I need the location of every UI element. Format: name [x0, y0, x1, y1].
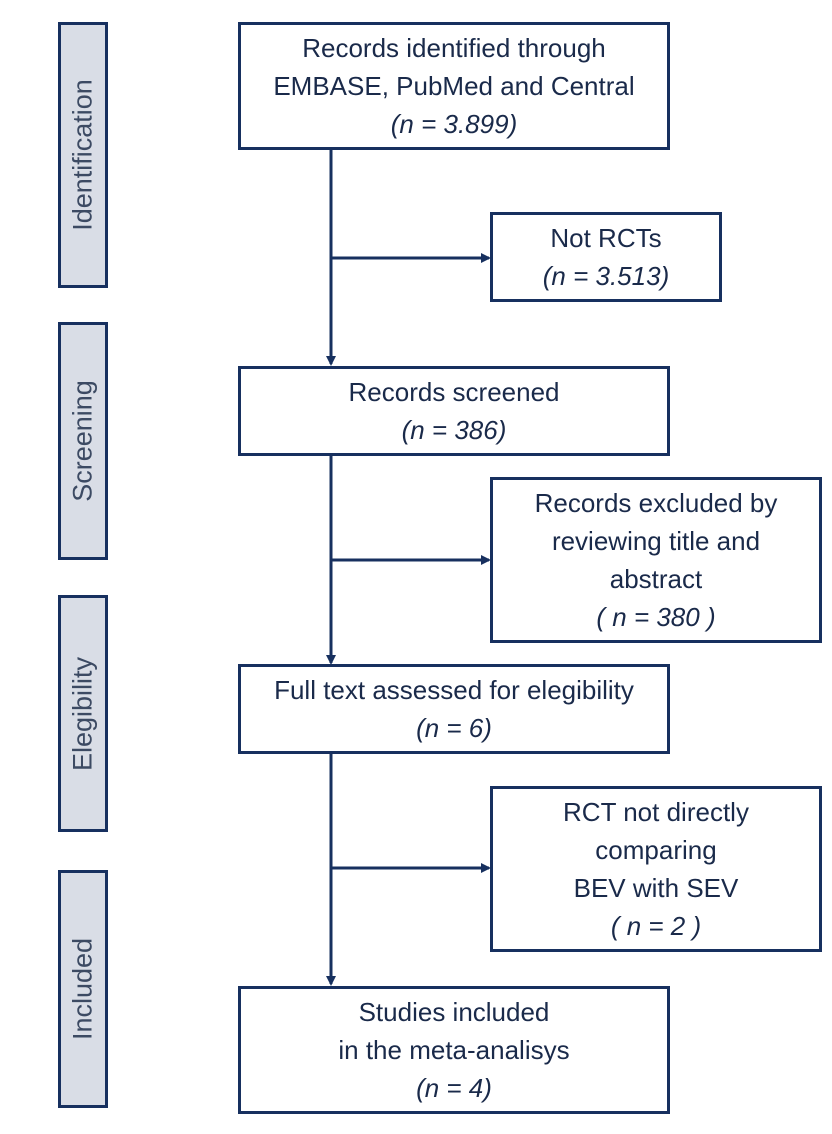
records-excluded-line-3: abstract — [609, 564, 703, 594]
studies-included-line-2: in the meta-analisys — [338, 1035, 570, 1065]
stage-screening: Screening — [58, 322, 108, 560]
records-identified-count: (n = 3.899) — [390, 109, 518, 139]
stage-identification: Identification — [58, 22, 108, 288]
stage-elegibility: Elegibility — [58, 595, 108, 832]
box-studies-included: Studies included in the meta-analisys (n… — [238, 986, 670, 1114]
not-rcts-count: (n = 3.513) — [542, 261, 670, 291]
box-rct-not-comparing: RCT not directly comparing BEV with SEV … — [490, 786, 822, 952]
rct-not-comparing-line-2: comparing — [595, 835, 717, 865]
box-records-excluded: Records excluded by reviewing title and … — [490, 477, 822, 643]
box-records-identified: Records identified through EMBASE, PubMe… — [238, 22, 670, 150]
records-excluded-count: ( n = 380 ) — [596, 602, 716, 632]
box-not-rcts: Not RCTs (n = 3.513) — [490, 212, 722, 302]
studies-included-count: (n = 4) — [416, 1073, 492, 1103]
rct-not-comparing-line-3: BEV with SEV — [573, 873, 739, 903]
records-excluded-line-1: Records excluded by — [534, 488, 778, 518]
box-full-text: Full text assessed for elegibility (n = … — [238, 664, 670, 754]
records-identified-line-1: Records identified through — [302, 33, 606, 63]
records-excluded-line-2: reviewing title and — [551, 526, 761, 556]
rct-not-comparing-count: ( n = 2 ) — [610, 911, 702, 941]
records-screened-line-1: Records screened — [348, 377, 560, 407]
records-screened-count: (n = 386) — [401, 415, 507, 445]
not-rcts-line-1: Not RCTs — [550, 223, 662, 253]
records-identified-line-2: EMBASE, PubMed and Central — [273, 71, 635, 101]
studies-included-line-1: Studies included — [358, 997, 550, 1027]
full-text-count: (n = 6) — [416, 713, 492, 743]
rct-not-comparing-line-1: RCT not directly — [563, 797, 749, 827]
box-records-screened: Records screened (n = 386) — [238, 366, 670, 456]
stage-included: Included — [58, 870, 108, 1108]
full-text-line-1: Full text assessed for elegibility — [274, 675, 634, 705]
